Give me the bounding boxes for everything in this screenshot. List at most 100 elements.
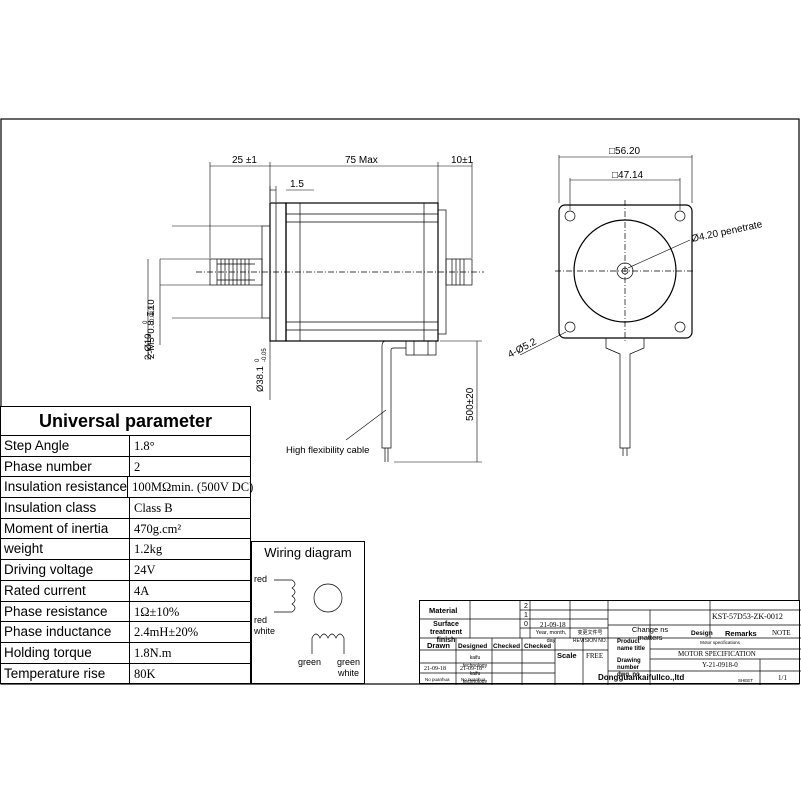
svg-text:Ø38.1: Ø38.1 bbox=[255, 366, 266, 392]
svg-text:0: 0 bbox=[143, 320, 149, 324]
svg-text:-0.05: -0.05 bbox=[262, 348, 268, 362]
dim-square-hole: □47.14 bbox=[612, 170, 644, 181]
mount-hole-br bbox=[674, 321, 686, 333]
parameter-row: Phase inductance 2.4mH±20% bbox=[1, 622, 250, 643]
parameter-value: 2 bbox=[134, 459, 141, 474]
tb-part-no: KST-57D53-ZK-0012 bbox=[712, 612, 783, 621]
front-cable bbox=[605, 338, 645, 449]
tb-row-1: 1 bbox=[524, 612, 528, 619]
tb-product-name-value: MOTOR SPECIFICATION bbox=[678, 650, 756, 658]
tb-motor-spec-small: Motor specifications bbox=[700, 640, 740, 645]
parameter-value: 470g.cm² bbox=[134, 521, 182, 536]
dim-screw-thread-label: 2-M5*0.8 ↧10 bbox=[146, 299, 157, 359]
tb-drawn: Drawn bbox=[427, 641, 450, 650]
parameter-value: 2.4mH±20% bbox=[134, 625, 199, 640]
parameter-value: Class B bbox=[134, 501, 173, 516]
tb-scale: Scale bbox=[557, 651, 577, 660]
tb-row-2: 2 bbox=[524, 603, 528, 610]
tb-row-0: 0 bbox=[524, 621, 528, 628]
cable bbox=[381, 340, 406, 449]
parameter-value: 24V bbox=[134, 563, 156, 578]
parameter-name: Holding torque bbox=[1, 642, 130, 663]
tb-change-file-no: 变更文件号 REVISION NO. bbox=[572, 630, 608, 644]
mount-hole-bl bbox=[564, 321, 576, 333]
wire-label-white-right: white bbox=[338, 668, 360, 678]
motor-symbol bbox=[313, 583, 343, 613]
parameter-row: Rated current 4A bbox=[1, 580, 250, 602]
wiring-diagram-title: Wiring diagram bbox=[264, 545, 352, 560]
dim-hole-penetrate: Ø4.20 penetrate bbox=[690, 219, 763, 245]
wire-label-white-left: white bbox=[254, 626, 276, 636]
wire-label-red-mid: red bbox=[254, 615, 268, 625]
parameter-value: 100MΩmin. (500V DC) bbox=[132, 480, 254, 495]
parameter-value: 1.8N.m bbox=[134, 645, 172, 660]
tb-company: Dongguankaifullco.,ltd bbox=[598, 673, 685, 682]
parameter-value: 1.8° bbox=[134, 439, 155, 453]
tb-drawing-no-label: Drawing number dwg. no bbox=[617, 658, 641, 678]
wire-label-red-top: red bbox=[254, 574, 268, 584]
svg-text:0: 0 bbox=[255, 358, 261, 362]
dim-flange-thickness: 1.5 bbox=[290, 179, 304, 190]
dim-body-length: 75 Max bbox=[345, 155, 378, 166]
tb-company-small: kaifu technology kaifu technology bbox=[462, 655, 488, 685]
cable-exit bbox=[405, 340, 437, 356]
tb-scale-value: FREE bbox=[586, 652, 604, 660]
parameter-value: 80K bbox=[134, 666, 156, 681]
parameter-name: Temperature rise bbox=[1, 663, 130, 685]
tb-drawn-date: 21-09-18 bbox=[424, 666, 446, 672]
dim-boss-diameter: Ø38.1 0 -0.05 bbox=[255, 348, 268, 392]
tb-drawing-no-value: Y-21-0918-0 bbox=[702, 661, 738, 669]
parameter-row: Step Angle 1.8° bbox=[1, 436, 250, 457]
parameter-name: Phase resistance bbox=[1, 601, 130, 622]
wire-label-green-1: green bbox=[298, 657, 322, 667]
parameter-row: Insulation class Class B bbox=[1, 498, 250, 519]
parameter-name: Phase inductance bbox=[1, 622, 130, 642]
motor-front-view bbox=[555, 200, 695, 456]
tb-no-puanhua-1: No puanhua bbox=[425, 677, 450, 682]
parameter-value: 4A bbox=[134, 583, 150, 598]
parameter-name: Driving voltage bbox=[1, 560, 130, 580]
title-block-grid bbox=[420, 601, 801, 685]
svg-text:-0.012: -0.012 bbox=[150, 306, 156, 324]
svg-text:2-Ø10: 2-Ø10 bbox=[143, 334, 154, 360]
tb-no-puanhua-2: No puanhua bbox=[461, 677, 486, 682]
parameter-name: Insulation class bbox=[1, 498, 130, 518]
tb-date-1: 21-09-18 bbox=[540, 621, 566, 629]
tb-design: Design bbox=[691, 630, 713, 637]
parameter-name: Moment of inertia bbox=[1, 518, 130, 539]
parameter-row: Phase resistance 1Ω±10% bbox=[1, 601, 250, 623]
parameter-name: Rated current bbox=[1, 580, 130, 601]
mount-hole-tr bbox=[674, 210, 686, 222]
parameter-row: Moment of inertia 470g.cm² bbox=[1, 518, 250, 540]
parameter-row: Temperature rise 80K bbox=[1, 663, 250, 685]
dim-flange-offset: 25 ±1 bbox=[232, 155, 257, 166]
mount-hole-tl bbox=[564, 210, 576, 222]
tb-checked-1: Checked bbox=[493, 643, 521, 650]
tb-checked-2: Checked bbox=[524, 643, 552, 650]
parameter-row: Holding torque 1.8N.m bbox=[1, 642, 250, 664]
dim-square-outer: □56.20 bbox=[609, 146, 641, 157]
parameter-value: 1.2kg bbox=[134, 542, 163, 557]
tb-year-month-day: Year, month, day bbox=[535, 630, 567, 644]
tb-sheet: 1/1 bbox=[778, 674, 787, 682]
dim-rear-shaft: 10±1 bbox=[451, 155, 474, 166]
motor-side-view bbox=[196, 202, 484, 462]
parameter-name: Insulation resistance bbox=[1, 477, 129, 498]
wire-label-green-2: green bbox=[337, 657, 361, 667]
dim-lead-length: 500±20 bbox=[465, 387, 476, 421]
tb-product-name-label: Product name title bbox=[617, 639, 646, 652]
front-view-dimensions bbox=[519, 155, 693, 356]
drawing-frame bbox=[0, 118, 800, 685]
dim-shaft-diameter: 2-Ø10 0 -0.012 bbox=[143, 306, 156, 360]
tb-designed-date: 21-09-18 bbox=[460, 666, 482, 672]
tb-remarks-value: NOTE bbox=[772, 629, 791, 637]
parameter-value: 1Ω±10% bbox=[134, 604, 180, 619]
front-square-flange bbox=[558, 204, 693, 339]
parameter-name: Step Angle bbox=[1, 436, 130, 456]
